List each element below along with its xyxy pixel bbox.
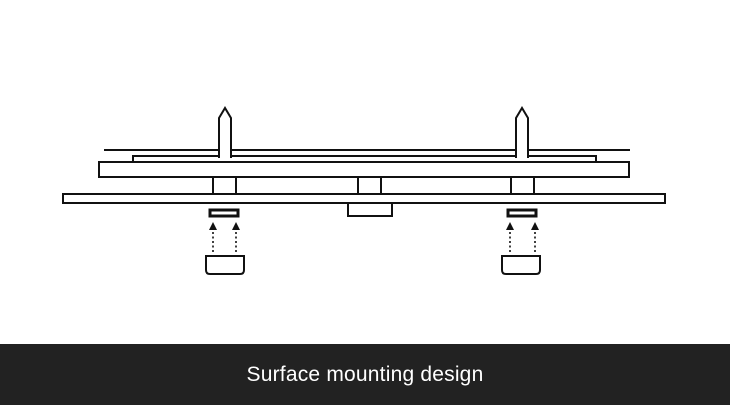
spacer-center [357,176,382,195]
arrow-up-icon [209,222,217,230]
main-panel [62,193,666,204]
mounting-plate [98,161,630,178]
spacer-right [510,176,535,195]
arrow-up-icon [531,222,539,230]
screw-head-left [208,208,240,218]
caption-text: Surface mounting design [246,362,484,386]
cap-left [205,255,245,275]
anchor-spike-right [515,106,529,158]
screw-head-right [506,208,538,218]
center-bottom-block [347,202,393,217]
spacer-left [212,176,237,195]
arrow-up-icon [232,222,240,230]
mounting-diagram [62,106,666,275]
arrow-up-icon [506,222,514,230]
cap-right [501,255,541,275]
anchor-spike-left [218,106,232,158]
caption-bar: Surface mounting design [0,344,730,405]
